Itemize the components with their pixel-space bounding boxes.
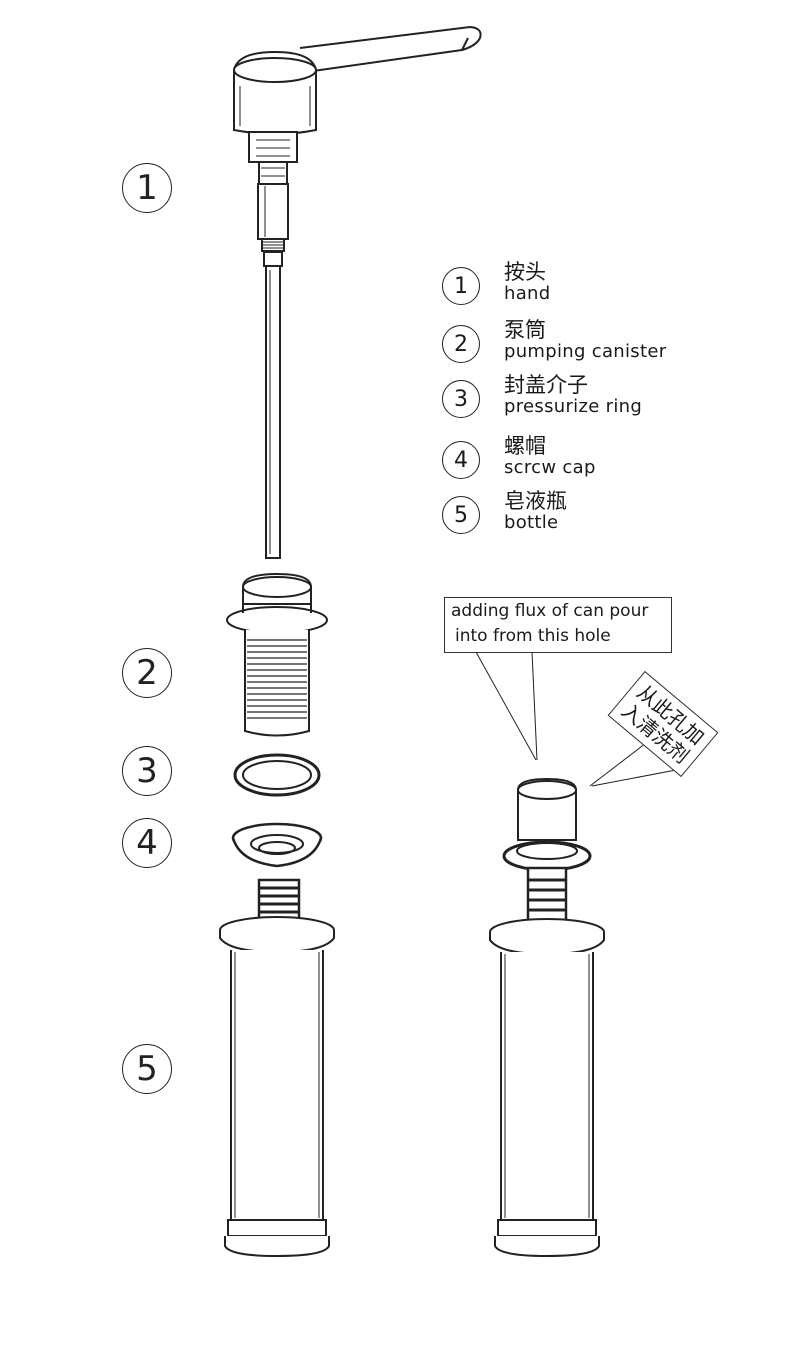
legend-number: 5 xyxy=(442,496,480,534)
legend-label-cn: 皂液瓶 xyxy=(504,489,567,513)
pressurize-ring-drawing xyxy=(233,753,321,797)
pump-head-drawing xyxy=(233,25,482,559)
legend-label-cn: 按头 xyxy=(504,260,546,284)
legend-label-cn: 螺帽 xyxy=(504,434,546,458)
legend-number: 4 xyxy=(442,441,480,479)
legend-number: 3 xyxy=(442,380,480,418)
screw-cap-drawing xyxy=(231,822,323,868)
legend-label-en: bottle xyxy=(504,512,559,533)
legend-label-cn: 封盖介子 xyxy=(504,373,588,397)
legend-label-en: scrcw cap xyxy=(504,457,596,478)
legend-label-en: pumping canister xyxy=(504,341,667,362)
legend-number: 1 xyxy=(442,267,480,305)
callout-2: 2 xyxy=(122,648,172,698)
callout-3: 3 xyxy=(122,746,172,796)
legend-label-cn: 泵筒 xyxy=(504,318,546,342)
legend-label-en: hand xyxy=(504,283,551,304)
assembled-dispenser-drawing xyxy=(489,777,605,1258)
refill-note-en: adding flux of can pour into from this h… xyxy=(444,597,672,653)
callout-1: 1 xyxy=(122,163,172,213)
refill-note-en-line2: into from this hole xyxy=(455,626,611,646)
callout-4: 4 xyxy=(122,818,172,868)
refill-note-en-line1: adding flux of can pour xyxy=(451,601,649,621)
note-leader-lines xyxy=(475,651,677,787)
bottle-drawing xyxy=(219,878,335,1258)
legend-label-en: pressurize ring xyxy=(504,396,643,417)
callout-5: 5 xyxy=(122,1044,172,1094)
legend-number: 2 xyxy=(442,325,480,363)
pumping-canister-drawing xyxy=(226,572,328,737)
